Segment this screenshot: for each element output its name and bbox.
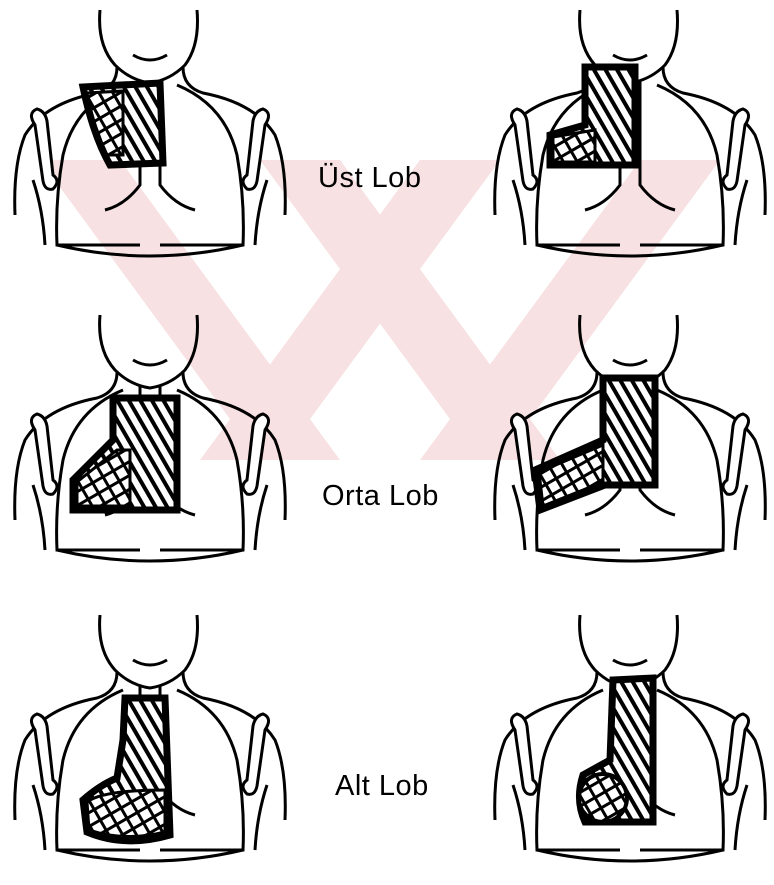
torso-outline-icon [5,610,295,880]
torso-upper-lobe-left [5,5,295,275]
torso-lower-lobe-right [485,610,774,880]
middle-lobe-label: Orta Lob [322,480,439,513]
torso-middle-lobe-left [5,310,295,580]
torso-outline-icon [485,5,774,275]
torso-middle-lobe-right [485,310,774,580]
torso-lower-lobe-left [5,610,295,880]
lower-lobe-label: Alt Lob [335,770,429,803]
torso-outline-icon [485,310,774,580]
torso-outline-icon [5,5,295,275]
upper-lobe-label: Üst Lob [318,162,421,195]
torso-outline-icon [5,310,295,580]
torso-outline-icon [485,610,774,880]
torso-upper-lobe-right [485,5,774,275]
